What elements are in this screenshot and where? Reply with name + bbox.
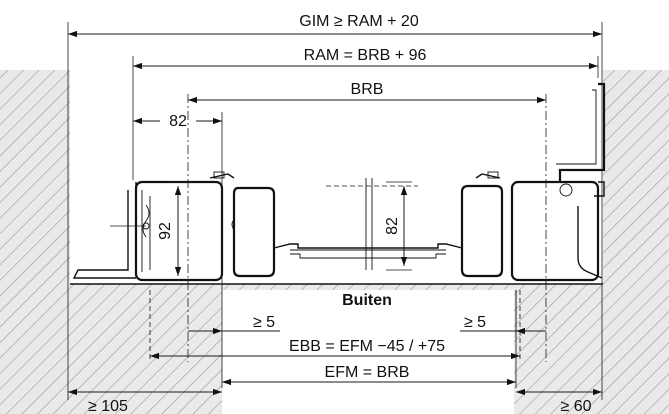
drawer-left-side [231, 186, 276, 278]
brb-label: BRB [351, 81, 384, 98]
dimension-lines [68, 30, 602, 396]
drawer-bottom [273, 243, 463, 259]
efm-label: EFM = BRB [325, 364, 410, 381]
left-runner [72, 171, 235, 282]
min-right-label: ≥ 60 [560, 398, 591, 414]
left-cabinet-wall [0, 70, 70, 414]
right-runner [475, 82, 606, 282]
min-left-label: ≥ 105 [88, 398, 128, 414]
gap-right-label: ≥ 5 [464, 314, 486, 331]
ram-label: RAM = BRB + 96 [304, 47, 427, 64]
drawer-right-side [460, 184, 504, 278]
outside-label: Buiten [342, 292, 392, 309]
ebb-label: EBB = EFM −45 / +75 [289, 338, 445, 355]
height-92-label: 92 [157, 222, 174, 240]
extension-lines [67, 22, 603, 400]
height-82-label: 82 [384, 217, 401, 235]
gap-left-label: ≥ 5 [253, 314, 275, 331]
width-82-label: 82 [169, 113, 187, 130]
gim-label: GIM ≥ RAM + 20 [299, 13, 419, 30]
right-cabinet-wall [603, 70, 669, 414]
